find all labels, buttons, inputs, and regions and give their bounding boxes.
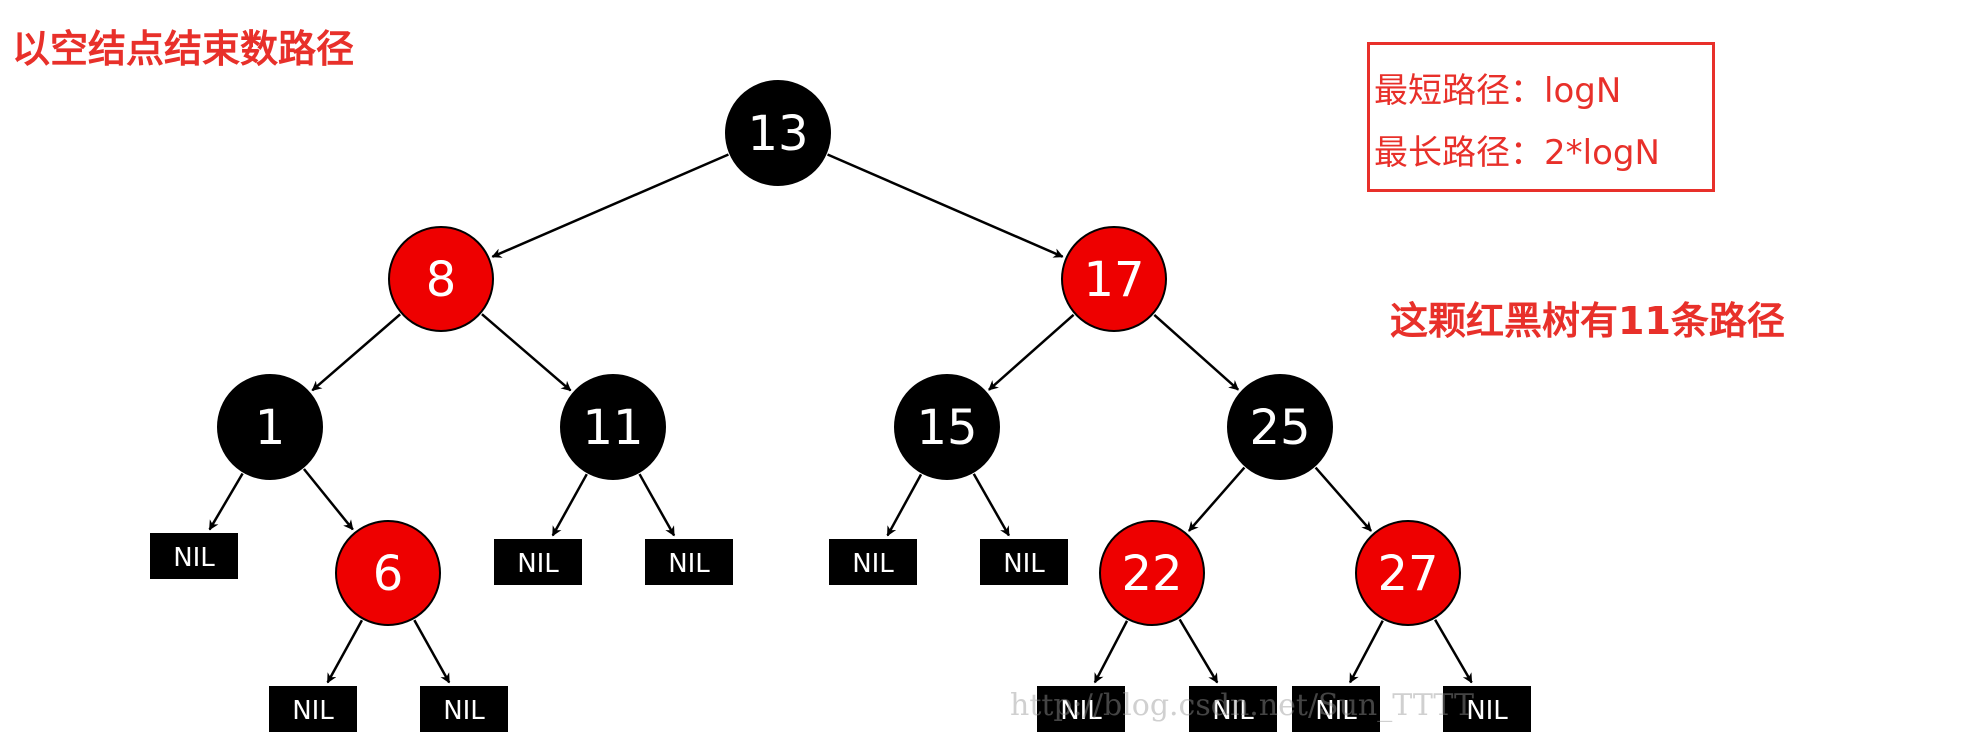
nil-leaf: NIL [150,533,238,579]
edge-n11-nil11L [551,473,588,537]
nil-label: NIL [852,549,894,579]
edge-n22-nil22L [1093,620,1129,684]
node-label: 11 [582,400,643,456]
edge-n22-nil22R [1178,618,1219,684]
edge-n17-n25 [1153,314,1240,391]
nil-leaf: NIL [1037,686,1125,732]
tree-node-25: 25 [1227,374,1333,480]
node-circle [1099,520,1205,626]
nil-leaf: NIL [1292,686,1380,732]
node-circle [217,374,323,480]
nil-leaf: NIL [980,539,1068,585]
nil-box [150,533,238,579]
nil-box [269,686,357,732]
nil-box [494,539,582,585]
nil-label: NIL [1315,696,1357,726]
node-label: 17 [1083,252,1144,308]
nil-box [829,539,917,585]
tree-node-22: 22 [1099,520,1205,626]
edge-n6-nil6L [326,619,364,684]
nil-label: NIL [1003,549,1045,579]
nil-label: NIL [1060,696,1102,726]
edge-n15-nil15L [886,473,923,537]
nil-leaf: NIL [420,686,508,732]
nil-leaf: NIL [1189,686,1277,732]
node-label: 25 [1249,400,1310,456]
node-circle [335,520,441,626]
tree-edges [208,153,1473,684]
node-circle [1355,520,1461,626]
node-circle [1227,374,1333,480]
edge-n13-n8 [491,153,729,258]
node-circle [388,226,494,332]
watermark: http://blog.csdn.net/Sun_TTTT [1010,688,1474,723]
nil-leaf: NIL [645,539,733,585]
nil-box [1189,686,1277,732]
nil-box [980,539,1068,585]
nil-label: NIL [1466,696,1508,726]
nil-label: NIL [292,696,334,726]
node-label: 13 [747,106,808,162]
tree-node-1: 1 [217,374,323,480]
node-label: 1 [255,400,286,456]
tree-node-6: 6 [335,520,441,626]
nil-box [420,686,508,732]
nil-label: NIL [668,549,710,579]
nil-label: NIL [173,543,215,573]
shortest-path-label: 最短路径：logN [1374,71,1622,111]
edge-n17-n15 [988,313,1075,391]
node-circle [560,374,666,480]
nil-leaf: NIL [1443,686,1531,732]
edge-n27-nil27L [1348,620,1384,684]
tree-node-17: 17 [1061,226,1167,332]
nil-box [1037,686,1125,732]
edge-n1-n6 [302,468,354,531]
node-circle [725,80,831,186]
nil-leaf: NIL [829,539,917,585]
longest-path-label: 最长路径：2*logN [1374,133,1660,173]
node-label: 15 [916,400,977,456]
nil-box [1443,686,1531,732]
tree-node-27: 27 [1355,520,1461,626]
edge-n6-nil6R [413,619,451,684]
node-label: 8 [426,252,457,308]
nil-leaf: NIL [269,686,357,732]
nil-label: NIL [443,696,485,726]
edge-n15-nil15R [972,473,1010,537]
edge-n25-n22 [1187,466,1246,532]
tree-node-8: 8 [388,226,494,332]
node-circle [894,374,1000,480]
tree-node-11: 11 [560,374,666,480]
path-count-note: 这颗红黑树有11条路径 [1390,299,1785,343]
tree-node-15: 15 [894,374,1000,480]
edge-n8-n1 [311,313,401,392]
nil-leaf: NIL [494,539,582,585]
edge-n11-nil11R [638,473,676,537]
nil-box [645,539,733,585]
edge-n1-nil1L [208,472,244,531]
node-circle [1061,226,1167,332]
edge-n13-n17 [827,153,1064,258]
node-label: 22 [1121,546,1182,602]
node-label: 27 [1377,546,1438,602]
nil-box [1292,686,1380,732]
edge-n8-n11 [481,313,572,392]
node-label: 6 [373,546,404,602]
edge-n27-nil27R [1434,619,1473,684]
nil-label: NIL [517,549,559,579]
path-length-legend: 最短路径：logN 最长路径：2*logN [1367,42,1715,192]
path-counting-note: 以空结点结束数路径 [12,27,355,71]
tree-node-13: 13 [725,80,831,186]
edge-n25-n27 [1314,466,1373,532]
nil-label: NIL [1212,696,1254,726]
